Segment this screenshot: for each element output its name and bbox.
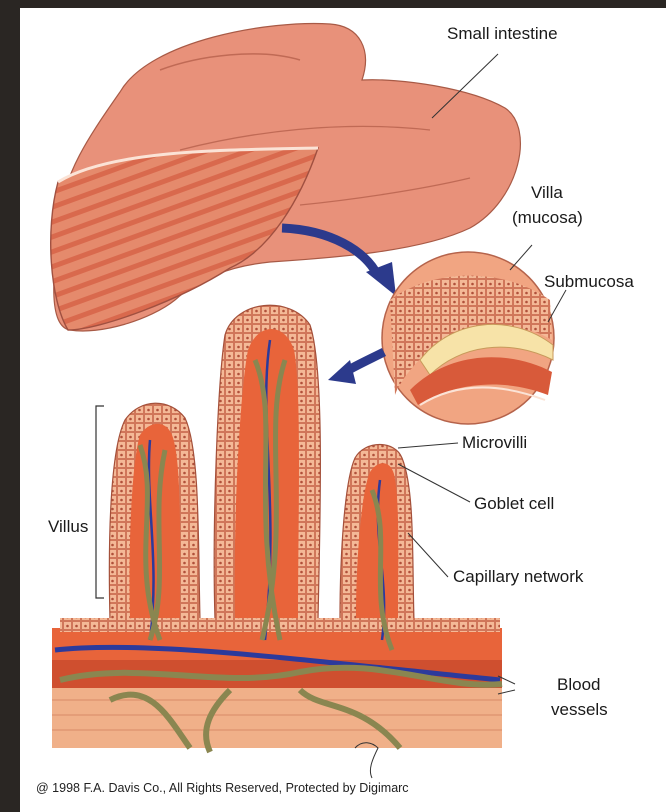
label-villa-mucosa: (mucosa) <box>512 208 583 228</box>
label-small-intestine: Small intestine <box>447 24 558 44</box>
artist-signature <box>355 743 378 778</box>
villus-bracket <box>96 406 104 598</box>
label-villus: Villus <box>48 517 88 537</box>
label-submucosa: Submucosa <box>544 272 634 292</box>
label-vessels: vessels <box>551 700 608 720</box>
label-microvilli: Microvilli <box>462 433 527 453</box>
label-villa: Villa <box>531 183 563 203</box>
copyright-notice: @ 1998 F.A. Davis Co., All Rights Reserv… <box>36 781 409 795</box>
label-blood: Blood <box>557 675 600 695</box>
label-goblet-cell: Goblet cell <box>474 494 554 514</box>
mucosa-cross-section-circle <box>382 252 554 424</box>
label-capillary-network: Capillary network <box>453 567 583 587</box>
